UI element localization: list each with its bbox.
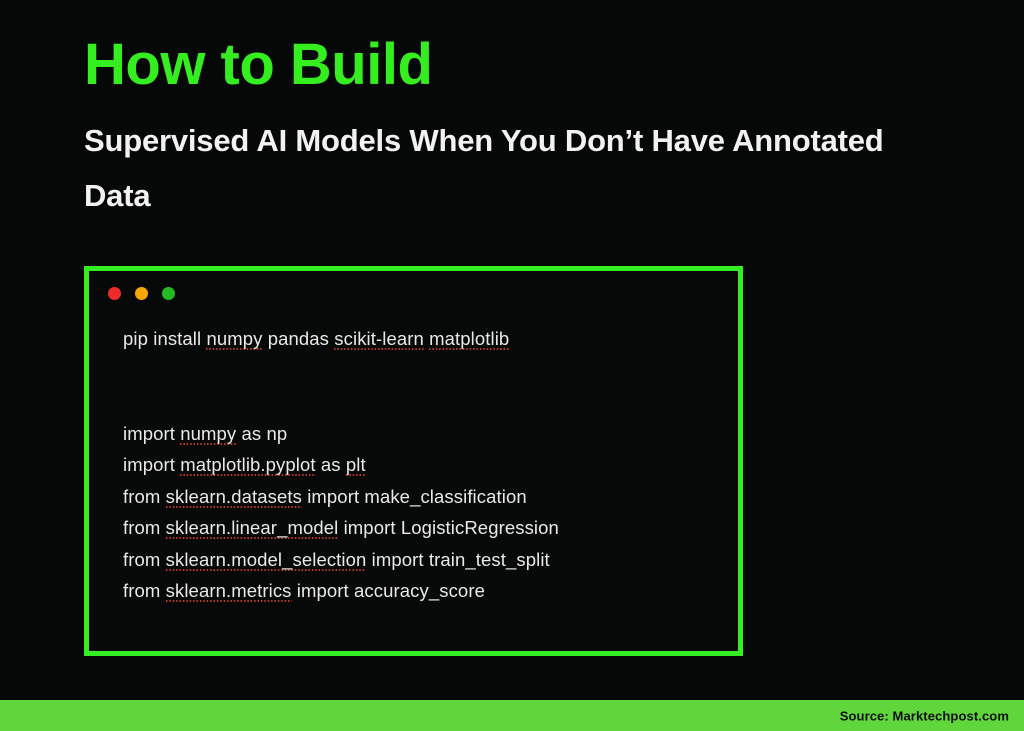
code-token: as np <box>236 422 288 444</box>
code-token: import make_classification <box>301 485 527 507</box>
code-line: import matplotlib.pyplot as plt <box>123 449 728 481</box>
code-line: from sklearn.model_selection import trai… <box>123 544 728 576</box>
code-token: import LogisticRegression <box>338 517 559 538</box>
code-token: pip install <box>123 328 207 349</box>
code-token: from <box>123 580 166 601</box>
spellcheck-underlined-token: sklearn.linear_model <box>165 517 339 540</box>
maximize-icon[interactable] <box>162 287 175 300</box>
code-token: from <box>123 485 166 507</box>
code-line: pip install numpy pandas scikit-learn ma… <box>123 323 728 355</box>
window-controls <box>108 287 175 300</box>
spellcheck-underlined-token: scikit-learn <box>334 328 424 351</box>
spellcheck-underlined-token: sklearn.datasets <box>165 485 302 509</box>
close-icon[interactable] <box>108 287 121 300</box>
code-line-blank <box>123 386 728 418</box>
spellcheck-underlined-token: sklearn.metrics <box>165 580 292 603</box>
footer-bar: Source: Marktechpost.com <box>0 700 1024 731</box>
source-attribution: Source: Marktechpost.com <box>839 708 1009 723</box>
code-token: import train_test_split <box>366 548 550 570</box>
code-token: import accuracy_score <box>291 580 485 601</box>
page-title: How to Build <box>84 32 433 97</box>
spellcheck-underlined-token: plt <box>345 454 366 477</box>
code-line: from sklearn.linear_model import Logisti… <box>123 512 728 544</box>
spellcheck-underlined-token: matplotlib <box>429 328 510 351</box>
code-line: from sklearn.datasets import make_classi… <box>123 481 728 513</box>
code-line: from sklearn.metrics import accuracy_sco… <box>123 575 728 607</box>
code-line-blank <box>123 355 728 387</box>
code-token: import <box>123 454 181 475</box>
code-token: from <box>123 517 166 538</box>
code-token: as <box>315 454 346 475</box>
code-token: import <box>123 422 181 444</box>
code-token: pandas <box>262 328 335 349</box>
spellcheck-underlined-token: numpy <box>180 422 237 446</box>
code-token: from <box>123 548 166 570</box>
spellcheck-underlined-token: matplotlib.pyplot <box>180 454 316 477</box>
code-line: import numpy as np <box>123 418 728 450</box>
minimize-icon[interactable] <box>135 287 148 300</box>
code-window: pip install numpy pandas scikit-learn ma… <box>84 266 743 656</box>
spellcheck-underlined-token: numpy <box>206 328 263 351</box>
code-block: pip install numpy pandas scikit-learn ma… <box>123 323 728 607</box>
spellcheck-underlined-token: sklearn.model_selection <box>165 548 367 572</box>
header: How to Build Supervised AI Models When Y… <box>84 32 944 224</box>
page-subtitle: Supervised AI Models When You Don’t Have… <box>84 122 884 214</box>
